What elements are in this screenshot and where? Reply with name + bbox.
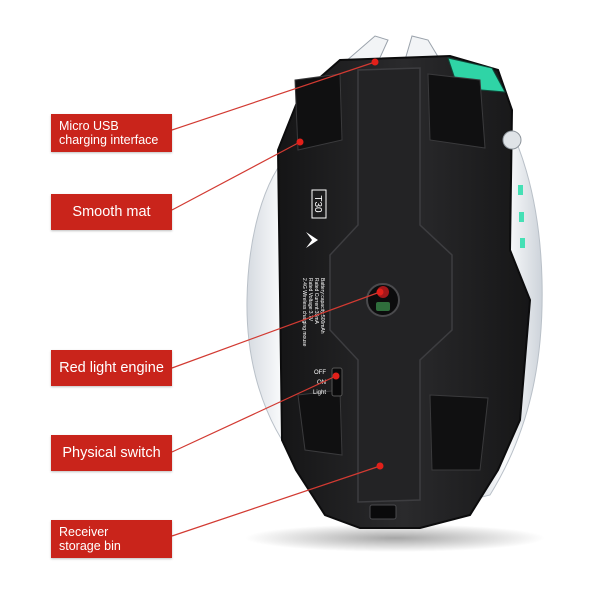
side-led-3 [520,238,525,248]
marker-mat [296,138,304,146]
callout-smooth-mat-text: Smooth mat [72,203,151,220]
callout-physical-switch-text: Physical switch [62,444,161,461]
sensor-green-window [376,302,390,311]
marker-receiver [376,462,384,470]
model-number: T30 [312,195,323,213]
spec-line-4: Battery:capacity:500mAh [319,278,325,334]
callout-smooth-mat: Smooth mat [51,194,172,230]
printed-spec-block: T30 [311,189,327,219]
mouse-shadow [245,524,545,552]
callout-red-light-engine-text: Red light engine [59,359,164,376]
mat-top-right [427,73,486,149]
marker-engine [376,288,384,296]
leader-line-receiver [171,465,381,537]
sensor-ring [366,283,400,317]
spec-line-3: Rated Current:35mA [313,278,319,325]
spec-line-2: Rated Voltage:3.7V [307,278,313,322]
switch-slider [331,367,343,397]
callout-receiver-storage-line2: storage bin [59,539,121,553]
callout-red-light-engine: Red light engine [51,350,172,386]
switch-label-light: Light [313,390,326,396]
callout-micro-usb-line2: charging interface [59,133,159,147]
spec-lines: 2.4G Wireless charging mouse Rated Volta… [301,278,325,347]
callout-receiver-storage-line1: Receiver [59,525,109,539]
mat-top-left [294,73,343,151]
callout-micro-usb: Micro USB charging interface [51,114,172,152]
brand-logo [306,232,318,248]
leader-line-usb [171,61,376,131]
side-button [502,130,522,150]
callout-micro-usb-line1: Micro USB [59,119,119,133]
callout-receiver-storage: Receiver storage bin [51,520,172,558]
side-led-2 [519,212,524,222]
leader-line-mat [171,141,301,211]
marker-switch [332,372,340,380]
switch-label-off: OFF [314,370,326,376]
receiver-slot-latch [369,504,397,520]
spec-line-1: 2.4G Wireless charging mouse [301,278,307,347]
mat-bottom-right [429,394,489,471]
marker-usb [371,58,379,66]
mat-bottom-left [297,389,343,456]
leader-line-engine [171,291,381,369]
callout-physical-switch: Physical switch [51,435,172,471]
leader-line-switch [171,375,337,453]
side-led-1 [518,185,523,195]
